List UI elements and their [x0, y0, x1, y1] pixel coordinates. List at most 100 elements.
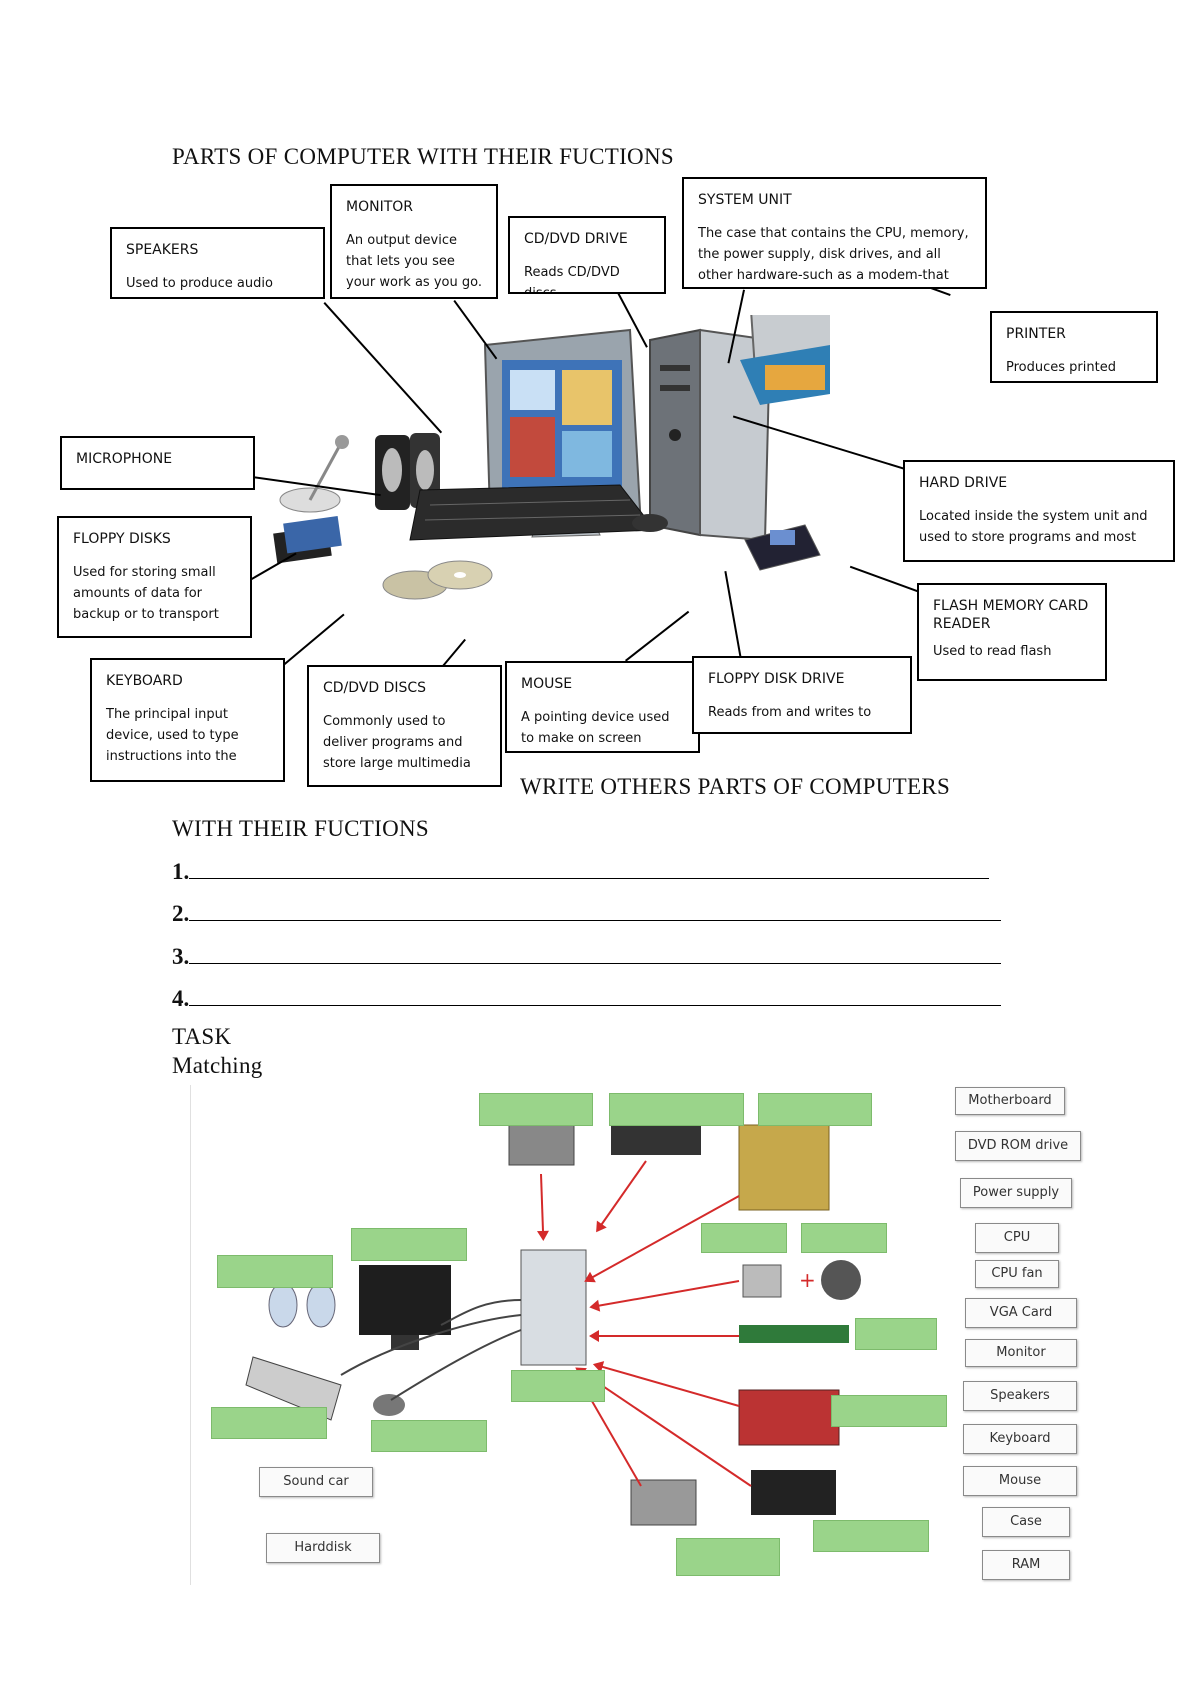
label-box-flash-memory-card-reader: FLASH MEMORY CARD READER Used to read fl…	[917, 583, 1107, 681]
box-title: FLOPPY DISK DRIVE	[708, 671, 845, 687]
task-heading: TASK	[172, 1024, 232, 1049]
label-box-printer: PRINTER Produces printed	[990, 311, 1158, 383]
box-title: FLASH MEMORY CARD READER	[933, 598, 1089, 632]
option-ram[interactable]: RAM	[982, 1550, 1070, 1580]
option-case[interactable]: Case	[982, 1507, 1070, 1537]
sound-card-illustration	[751, 1470, 836, 1515]
microphone-illustration	[279, 435, 349, 513]
power-supply-illustration	[508, 1119, 575, 1166]
option-sound-card[interactable]: Sound car	[259, 1467, 373, 1497]
option-cpu[interactable]: CPU	[975, 1223, 1059, 1253]
option-harddisk[interactable]: Harddisk	[266, 1533, 380, 1563]
monitor-illustration	[359, 1265, 451, 1335]
label-box-hard-drive: HARD DRIVE Located inside the system uni…	[903, 460, 1175, 562]
box-desc: Used to produce audio	[126, 276, 273, 291]
box-desc: Commonly used to deliver programs and st…	[323, 714, 471, 771]
write-heading-1: WRITE OTHERS PARTS OF COMPUTERS	[520, 774, 951, 799]
answer-box[interactable]	[855, 1318, 937, 1350]
box-title: MICROPHONE	[76, 451, 173, 467]
ram-illustration	[739, 1325, 849, 1343]
svg-text:+: +	[799, 1268, 816, 1292]
task-subheading: Matching	[172, 1053, 263, 1078]
label-box-mouse: MOUSE A pointing device used to make on …	[505, 661, 700, 753]
dvd-drive-illustration	[611, 1125, 701, 1155]
answer-box[interactable]	[701, 1223, 787, 1253]
write-line-3[interactable]: 3.	[172, 943, 1002, 970]
box-desc: Reads from and writes to	[708, 705, 872, 720]
label-box-system-unit: SYSTEM UNIT The case that contains the C…	[682, 177, 987, 289]
option-keyboard[interactable]: Keyboard	[963, 1424, 1077, 1454]
motherboard-illustration	[738, 1124, 830, 1211]
case-illustration	[520, 1249, 587, 1366]
option-power-supply[interactable]: Power supply	[960, 1178, 1072, 1208]
box-desc: Produces printed	[1006, 360, 1116, 375]
answer-box[interactable]	[479, 1093, 593, 1126]
option-monitor[interactable]: Monitor	[965, 1339, 1077, 1367]
card-reader-illustration	[744, 524, 821, 571]
write-heading-2: WITH THEIR FUCTIONS	[172, 816, 429, 841]
printer-illustration	[740, 315, 830, 405]
answer-box[interactable]	[511, 1370, 605, 1402]
connector-line	[849, 566, 926, 595]
matching-illustration: +	[245, 1119, 861, 1526]
matching-image: + Sound car Harddisk	[190, 1085, 951, 1585]
option-speakers[interactable]: Speakers	[963, 1381, 1077, 1411]
answer-box[interactable]	[758, 1093, 872, 1126]
answer-box[interactable]	[211, 1407, 327, 1439]
computer-setup-illustration	[273, 315, 830, 600]
arrow	[591, 1335, 739, 1337]
answer-box[interactable]	[351, 1228, 467, 1261]
box-desc: The principal input device, used to type…	[106, 707, 239, 764]
write-line-1[interactable]: 1.	[172, 858, 990, 885]
monitor-illustration	[483, 328, 642, 538]
write-line-2[interactable]: 2.	[172, 900, 1002, 927]
box-desc: Located inside the system unit and used …	[919, 509, 1148, 545]
write-line-4[interactable]: 4.	[172, 985, 1002, 1012]
label-box-cd-dvd-drive: CD/DVD DRIVE Reads CD/DVD discs	[508, 216, 666, 294]
keyboard-illustration	[409, 484, 656, 541]
box-title: PRINTER	[1006, 326, 1066, 342]
box-title: CD/DVD DISCS	[323, 680, 427, 696]
box-title: FLOPPY DISKS	[73, 531, 171, 547]
box-title: MOUSE	[521, 676, 573, 692]
answer-box[interactable]	[813, 1520, 929, 1552]
label-box-cd-dvd-discs: CD/DVD DISCS Commonly used to deliver pr…	[307, 665, 502, 787]
cd-discs-illustration	[382, 560, 493, 600]
mouse-illustration	[632, 514, 668, 532]
box-title: SPEAKERS	[126, 242, 199, 258]
option-vga-card[interactable]: VGA Card	[965, 1298, 1077, 1328]
vga-card-illustration	[738, 1389, 840, 1446]
box-desc: Used for storing small amounts of data f…	[73, 565, 219, 622]
box-title: HARD DRIVE	[919, 475, 1008, 491]
box-title: SYSTEM UNIT	[698, 192, 792, 208]
floppy-disks-illustration	[273, 515, 342, 564]
label-box-floppy-disks: FLOPPY DISKS Used for storing small amou…	[57, 516, 252, 638]
cpu-illustration	[742, 1264, 782, 1298]
answer-box[interactable]	[371, 1420, 487, 1452]
label-box-microphone: MICROPHONE	[60, 436, 255, 490]
box-desc: Used to read flash	[933, 644, 1052, 659]
box-desc: Reads CD/DVD discs	[524, 265, 620, 294]
option-dvd-rom-drive[interactable]: DVD ROM drive	[955, 1131, 1081, 1161]
answer-box[interactable]	[801, 1223, 887, 1253]
cpu-fan-illustration	[821, 1260, 861, 1300]
option-cpu-fan[interactable]: CPU fan	[975, 1260, 1059, 1288]
label-box-monitor: MONITOR An output device that lets you s…	[330, 184, 498, 299]
box-desc: An output device that lets you see your …	[346, 233, 482, 290]
harddisk-illustration	[630, 1479, 697, 1526]
option-mouse[interactable]: Mouse	[963, 1466, 1077, 1496]
answer-box[interactable]	[676, 1538, 780, 1576]
box-desc: The case that contains the CPU, memory, …	[698, 226, 969, 283]
label-box-keyboard: KEYBOARD The principal input device, use…	[90, 658, 285, 782]
page-title: PARTS OF COMPUTER WITH THEIR FUCTIONS	[172, 144, 674, 169]
option-motherboard[interactable]: Motherboard	[955, 1087, 1065, 1115]
label-box-speakers: SPEAKERS Used to produce audio	[110, 227, 325, 299]
box-title: KEYBOARD	[106, 673, 183, 689]
box-desc: A pointing device used to make on screen	[521, 710, 670, 746]
box-title: MONITOR	[346, 199, 413, 215]
label-box-floppy-disk-drive: FLOPPY DISK DRIVE Reads from and writes …	[692, 656, 912, 734]
answer-box[interactable]	[831, 1395, 947, 1427]
answer-box[interactable]	[609, 1093, 744, 1126]
answer-box[interactable]	[217, 1255, 333, 1288]
box-title: CD/DVD DRIVE	[524, 231, 628, 247]
